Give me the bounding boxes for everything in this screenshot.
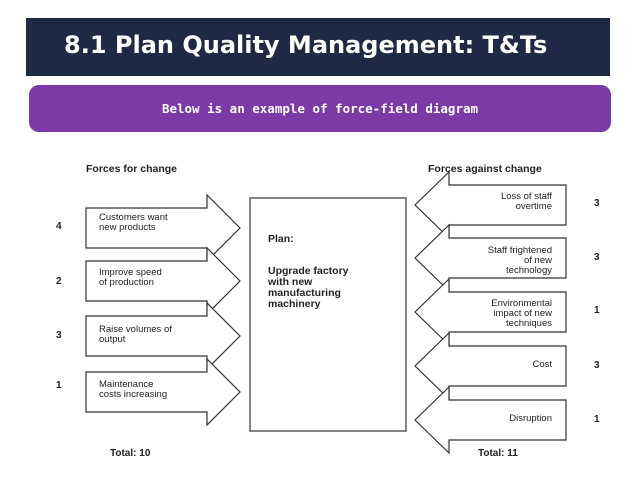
force-against-score: 1 <box>594 305 600 316</box>
total-for: Total: 10 <box>110 448 151 459</box>
force-for-arrow <box>85 357 241 427</box>
force-for-arrow <box>85 301 241 371</box>
force-for-label: Raise volumes of output <box>99 324 172 345</box>
force-for-arrow <box>85 193 241 263</box>
force-against-arrow <box>414 385 567 455</box>
slide-title: 8.1 Plan Quality Management: T&Ts <box>64 31 548 59</box>
right-header: Forces against change <box>428 163 542 175</box>
force-against-label: Disruption <box>509 413 552 424</box>
force-against-arrow <box>414 331 567 401</box>
force-against-score: 3 <box>594 360 600 371</box>
force-against-score: 3 <box>594 252 600 263</box>
force-against-label: Cost <box>532 359 552 370</box>
left-header: Forces for change <box>86 163 178 175</box>
force-against-label: Loss of staff overtime <box>500 191 552 212</box>
force-against-score: 3 <box>594 198 600 209</box>
force-against-arrow <box>414 170 567 240</box>
force-for-score: 1 <box>56 380 62 391</box>
plan-box <box>249 197 407 432</box>
force-against-arrow <box>414 223 567 293</box>
plan-heading: Plan: <box>268 233 294 245</box>
force-for-score: 2 <box>56 276 62 287</box>
force-for-score: 3 <box>56 330 62 341</box>
force-against-label: Staff frightened of new technology <box>487 245 552 276</box>
title-bar <box>26 18 610 76</box>
force-against-score: 1 <box>594 414 600 425</box>
force-against-arrow <box>414 277 567 347</box>
force-for-score: 4 <box>56 221 62 232</box>
plan-text: Upgrade factory with new manufacturing m… <box>268 265 349 310</box>
slide-subtitle: Below is an example of force-field diagr… <box>161 101 479 116</box>
force-against-label: Environmental impact of new techniques <box>491 298 552 329</box>
force-for-label: Customers want new products <box>99 212 168 233</box>
force-for-arrow <box>85 246 241 316</box>
force-for-label: Maintenance costs increasing <box>99 379 168 400</box>
subtitle-banner <box>29 85 611 132</box>
force-for-label: Improve speed of production <box>99 267 162 288</box>
total-against: Total: 11 <box>478 448 518 459</box>
